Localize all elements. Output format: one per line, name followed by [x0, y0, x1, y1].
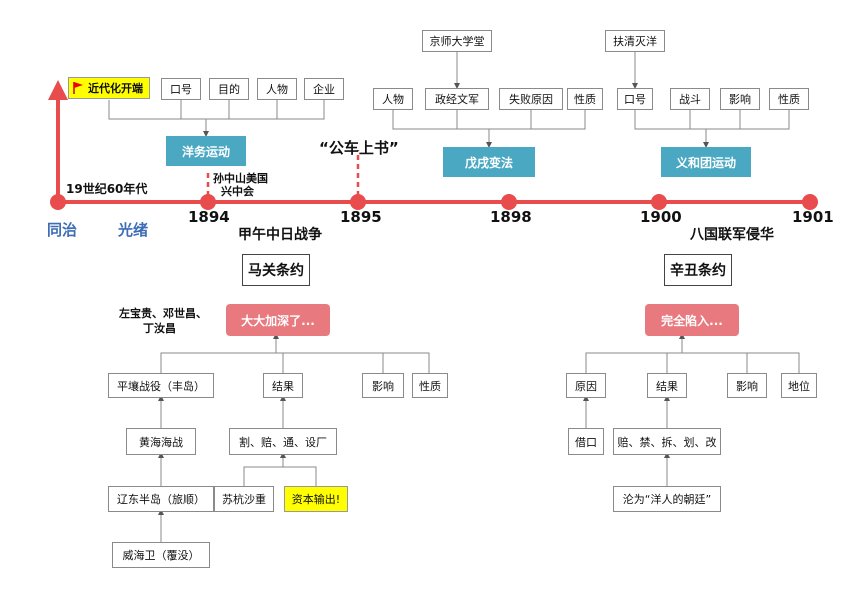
flag-label-box: 近代化开端: [68, 77, 150, 99]
timeline-dot-1901: [802, 194, 818, 210]
boxer-protocol-topic-cause: 原因: [566, 373, 606, 398]
shimonoseki-summary: 大大加深了...: [226, 304, 330, 336]
year-1895: 1895: [340, 208, 382, 226]
boxer-topic-nature: 性质: [769, 88, 809, 110]
result-capital-export: 资本输出!: [284, 486, 348, 512]
boxer-title: 义和团运动: [661, 147, 751, 177]
battle-liaodong: 辽东半岛（旅顺）: [108, 486, 214, 512]
reform-topic-failure-reason: 失败原因: [499, 88, 563, 110]
battle-yellow-sea: 黄海海战: [126, 428, 196, 455]
year-1894: 1894: [188, 208, 230, 226]
shimonoseki-title: 马关条约: [242, 254, 310, 286]
battle-weihaiwei: 威海卫（覆没）: [112, 542, 210, 568]
boxer-protocol-cause-detail: 借口: [568, 428, 604, 455]
boxer-protocol-topic-impact: 影响: [727, 373, 767, 398]
timeline-dot-1898: [501, 194, 517, 210]
boxer-protocol-topic-status: 地位: [781, 373, 817, 398]
boxer-top-slogan: 扶清灭洋: [605, 30, 665, 52]
westernization-topic-slogan: 口号: [161, 78, 201, 100]
timeline-dot-1895: [350, 194, 366, 210]
timeline-dot-1894: [200, 194, 216, 210]
boxer-topic-slogan: 口号: [617, 88, 653, 110]
boxer-topic-battle: 战斗: [670, 88, 710, 110]
shimonoseki-people: 左宝贵、邓世昌、 丁汝昌: [119, 307, 207, 335]
reform-title: 戊戌变法: [443, 147, 535, 177]
boxer-protocol-title: 辛丑条约: [664, 254, 732, 286]
result-suhang-shazhong: 苏杭沙重: [214, 486, 274, 512]
label-1894-above: 孙中山美国 兴中会: [213, 172, 268, 198]
label-eight-nation-alliance: 八国联军侵华: [690, 227, 774, 243]
era-guangxu: 光绪: [118, 221, 149, 239]
westernization-title: 洋务运动: [166, 136, 246, 166]
era-tongzhi: 同治: [47, 221, 78, 239]
year-1900: 1900: [640, 208, 682, 226]
label-sino-japanese-war: 甲午中日战争: [238, 227, 322, 243]
year-1901: 1901: [792, 208, 834, 226]
westernization-topic-enterprise: 企业: [304, 78, 344, 100]
flag-label-text: 近代化开端: [88, 82, 143, 95]
reform-top-peking-university: 京师大学堂: [422, 30, 492, 52]
reform-topic-policies: 政经文军: [425, 88, 489, 110]
timeline-dot-start: [50, 194, 66, 210]
westernization-topic-people: 人物: [257, 78, 297, 100]
reform-topic-people: 人物: [373, 88, 413, 110]
flag-icon: [73, 82, 83, 94]
shimonoseki-result-detail: 割、赔、通、设厂: [229, 428, 337, 455]
shimonoseki-topic-result: 结果: [263, 373, 303, 398]
boxer-protocol-result-detail: 赔、禁、拆、划、改: [613, 428, 721, 455]
boxer-protocol-summary: 完全陷入...: [645, 304, 739, 336]
shimonoseki-topic-impact: 影响: [362, 373, 404, 398]
boxer-protocol-topic-result: 结果: [647, 373, 687, 398]
timeline-start-label: 19世纪60年代: [66, 182, 148, 196]
timeline-up-arrowhead: [48, 80, 68, 100]
timeline-dot-1900: [651, 194, 667, 210]
westernization-topic-purpose: 目的: [209, 78, 249, 100]
year-1898: 1898: [490, 208, 532, 226]
boxer-topic-impact: 影响: [720, 88, 760, 110]
label-gongche-shangshu: “公车上书”: [319, 139, 399, 157]
boxer-protocol-result-sub: 沦为“洋人的朝廷”: [613, 486, 721, 512]
shimonoseki-topic-pyongyang: 平壤战役（丰岛）: [108, 373, 214, 398]
reform-topic-nature: 性质: [567, 88, 603, 110]
shimonoseki-topic-nature: 性质: [412, 373, 448, 398]
